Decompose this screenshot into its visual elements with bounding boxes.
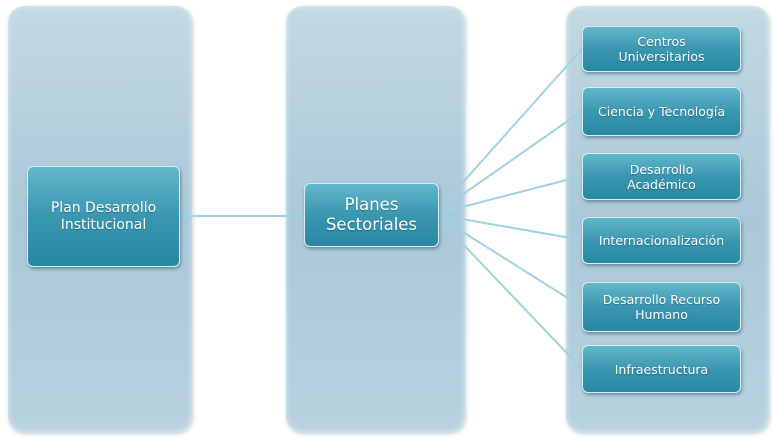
node-ciencia-y-tecnologia[interactable]: Ciencia y Tecnología xyxy=(582,87,741,136)
node-planes-sectoriales[interactable]: Planes Sectoriales xyxy=(304,183,439,247)
node-label: Ciencia y Tecnología xyxy=(598,104,725,119)
node-plan-desarrollo-institucional[interactable]: Plan Desarrollo Institucional xyxy=(27,166,180,267)
node-label: Infraestructura xyxy=(614,361,709,377)
node-label: Desarrollo Recurso Humano xyxy=(602,292,721,322)
node-label: Plan Desarrollo Institucional xyxy=(50,199,157,233)
node-centros-universitarios[interactable]: Centros Universitarios xyxy=(582,26,741,72)
node-label: Internacionalización xyxy=(598,233,725,248)
node-label: Centros Universitarios xyxy=(618,34,705,64)
node-label: Planes Sectoriales xyxy=(325,195,418,234)
node-label: Desarrollo Académico xyxy=(627,161,696,192)
node-desarrollo-academico[interactable]: Desarrollo Académico xyxy=(582,153,741,200)
node-internacionalizacion[interactable]: Internacionalización xyxy=(582,217,741,264)
node-infraestructura[interactable]: Infraestructura xyxy=(582,345,741,393)
node-desarrollo-recurso-humano[interactable]: Desarrollo Recurso Humano xyxy=(582,282,741,332)
